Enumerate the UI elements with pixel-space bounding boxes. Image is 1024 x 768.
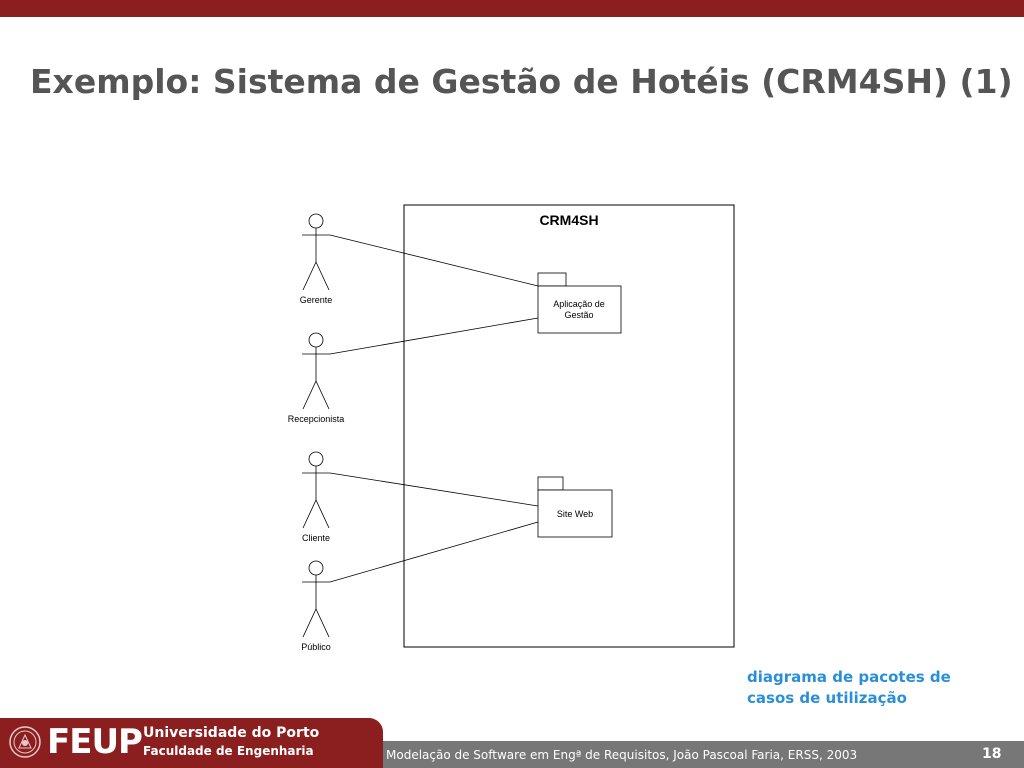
actor-label: Público [301, 642, 331, 652]
actor-label: Cliente [302, 533, 330, 543]
footer-course-text: Modelação de Software em Engª de Requisi… [386, 748, 858, 762]
system-name: CRM4SH [539, 212, 598, 228]
actor-label: Recepcionista [288, 414, 345, 424]
top-accent-bar [0, 0, 1024, 17]
logo-panel [0, 718, 383, 768]
diagram-caption: diagrama de pacotes de casos de utilizaç… [747, 667, 951, 709]
actor-cliente [302, 451, 330, 529]
university-seal-icon [9, 726, 41, 758]
faculty-name: Faculdade de Engenharia [143, 744, 314, 758]
association-recepcionista-aplicacao [329, 317, 539, 355]
feup-logo: FEUP [47, 722, 143, 762]
package-site-web: Site Web [537, 476, 613, 538]
actor-gerente [302, 213, 330, 291]
actor-publico [302, 560, 330, 638]
package-label: Gestão [564, 310, 593, 320]
caption-line: casos de utilização [747, 689, 907, 707]
package-aplicacao-gestao: Aplicação de Gestão [537, 272, 622, 334]
actor-label: Gerente [300, 295, 333, 305]
association-cliente-siteweb [329, 472, 539, 507]
actor-recepcionista [302, 332, 330, 410]
university-name: Universidade do Porto [143, 725, 320, 741]
package-label: Aplicação de [553, 299, 605, 309]
association-gerente-aplicacao [329, 234, 539, 287]
association-publico-siteweb [329, 521, 539, 583]
system-boundary [403, 204, 735, 648]
package-label: Site Web [557, 509, 593, 519]
caption-line: diagrama de pacotes de [747, 668, 951, 686]
page-number: 18 [982, 746, 1002, 762]
slide-title: Exemplo: Sistema de Gestão de Hotéis (CR… [30, 62, 1013, 101]
package-diagram: CRM4SH Aplicação de Gestão Site Web Gere… [288, 204, 735, 652]
